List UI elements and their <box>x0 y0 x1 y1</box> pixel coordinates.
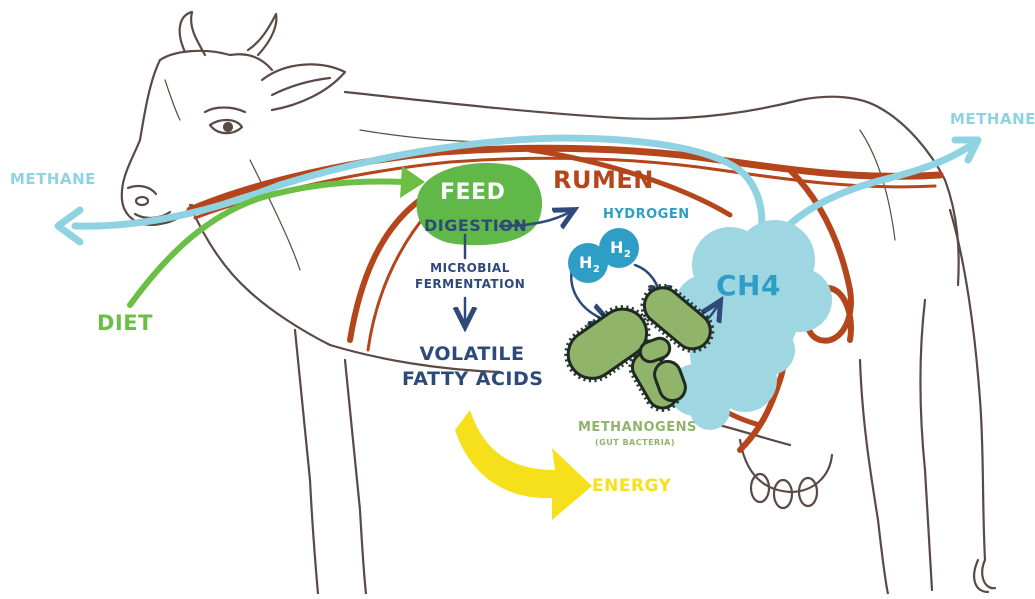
h2-letter-1: H <box>579 253 593 272</box>
h2-label-1: H2 <box>579 255 600 275</box>
diet-label: DIET <box>97 313 153 334</box>
volatile-fatty-acids-label: VOLATILE FATTY ACIDS <box>402 345 542 389</box>
microbial-line-2: FERMENTATION <box>415 278 525 290</box>
h2-subscript-2: 2 <box>624 249 631 260</box>
methane-label-right: METHANE <box>950 112 1035 127</box>
feed-label: FEED <box>440 182 505 204</box>
methanogens-label: METHANOGENS <box>578 421 688 434</box>
hydrogen-label: HYDROGEN <box>603 208 690 221</box>
microbial-line-1: MICROBIAL <box>415 262 525 274</box>
energy-label: ENERGY <box>592 478 671 495</box>
rumen-label: RUMEN <box>553 168 654 192</box>
energy-arrow <box>455 410 592 520</box>
h2-label-2: H2 <box>610 240 631 260</box>
vfa-line-1: VOLATILE <box>402 345 542 364</box>
gut-bacteria-label: (GUT BACTERIA) <box>585 439 685 447</box>
ch4-label: CH4 <box>716 272 781 300</box>
digestion-label: DIGESTION <box>424 218 527 234</box>
h2-subscript-1: 2 <box>593 264 600 275</box>
methane-label-left: METHANE <box>10 172 96 187</box>
microbial-fermentation-label: MICROBIAL FERMENTATION <box>415 262 525 290</box>
vfa-line-2: FATTY ACIDS <box>402 370 542 389</box>
h2-letter-2: H <box>610 238 624 257</box>
